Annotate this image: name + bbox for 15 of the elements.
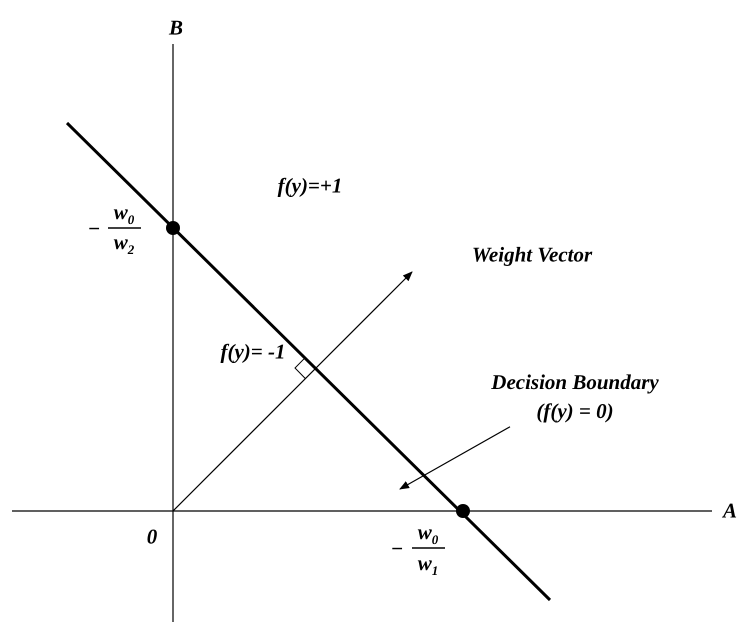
node-text: (f(y) = 0) [535, 398, 615, 426]
leader-arrow [399, 426, 510, 490]
axis-label: A [723, 500, 737, 522]
fraction-numerator: w$_{0}$ [114, 202, 134, 226]
node-text: Decision Boundary [490, 369, 660, 396]
region-label: f(y)=+1 [278, 176, 342, 196]
vector-label: Weight Vector [472, 244, 592, 266]
fraction-denominator: w$_{1}$ [418, 552, 438, 578]
origin-label: 0 [146, 526, 158, 548]
axis-label: B [169, 18, 183, 38]
minus-sign: − [88, 218, 100, 240]
fraction-numerator: w$_{0}$ [418, 522, 438, 546]
fraction-denominator: w$_{2}$ [114, 232, 134, 256]
region-label: f(y)= -1 [220, 342, 286, 362]
minus-sign: − [390, 538, 404, 560]
